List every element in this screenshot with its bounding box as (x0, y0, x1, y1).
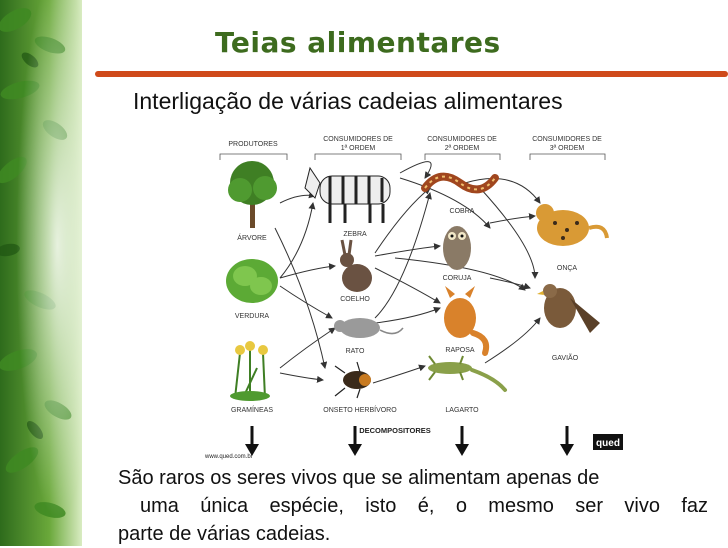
fox-illustration (444, 286, 490, 356)
label-cobra: COBRA (450, 208, 475, 215)
label-lagarto: LAGARTO (445, 407, 479, 414)
body-line-2: uma única espécie, isto é, o mesmo ser v… (140, 495, 708, 517)
header-consumidores-1-line1: CONSUMIDORES DE (323, 136, 393, 143)
decomposer-arrows (245, 426, 574, 456)
feeding-arrows (274, 161, 541, 384)
header-consumidores-2-line1: CONSUMIDORES DE (427, 136, 497, 143)
snake-illustration (421, 172, 499, 194)
body-line-3: parte de várias cadeias. (118, 523, 331, 545)
hawk-illustration (537, 284, 600, 333)
qued-logo: qued (593, 434, 623, 450)
header-consumidores-3-line1: CONSUMIDORES DE (532, 136, 602, 143)
label-zebra: ZEBRA (343, 231, 367, 238)
tree-illustration (228, 161, 277, 228)
label-inseto: ONSETO HERBÍVORO (323, 405, 397, 414)
label-onca: ONÇA (557, 265, 578, 272)
food-web-diagram: PRODUTORES CONSUMIDORES DE 1ª ORDEM CONS… (204, 136, 623, 460)
insect-illustration (334, 361, 371, 399)
grass-flowers-illustration (230, 341, 270, 401)
label-raposa: RAPOSA (445, 347, 475, 354)
label-gaviao: GAVIÃO (552, 353, 579, 362)
svg-text:qued: qued (596, 438, 620, 449)
header-consumidores-3-line2: 3ª ORDEM (550, 145, 585, 152)
owl-illustration (443, 226, 471, 270)
header-consumidores-1-line2: 1ª ORDEM (341, 145, 376, 152)
label-verdura: VERDURA (235, 313, 270, 320)
header-brackets (219, 153, 606, 160)
label-coelho: COELHO (340, 296, 370, 303)
body-line-1: São raros os seres vivos que se alimenta… (118, 467, 600, 489)
jaguar-illustration (536, 204, 609, 246)
zebra-illustration (304, 166, 391, 223)
title-divider (95, 71, 728, 77)
label-arvore: ÁRVORE (237, 233, 267, 242)
leaf-background-strip (0, 0, 82, 546)
label-decompositores: DECOMPOSITORES (359, 426, 431, 435)
rat-illustration (334, 318, 404, 338)
header-produtores: PRODUTORES (228, 141, 278, 148)
label-coruja: CORUJA (443, 275, 472, 282)
rabbit-illustration (340, 239, 372, 292)
slide-subtitle: Interligação de várias cadeias alimentar… (133, 88, 563, 114)
slide-title: Teias alimentares (215, 26, 501, 59)
credit-text: www.qued.com.br (204, 454, 253, 460)
lettuce-illustration (226, 259, 278, 303)
lizard-illustration (428, 355, 507, 392)
body-paragraph: São raros os seres vivos que se alimenta… (118, 464, 708, 548)
label-gramineas: GRAMÍNEAS (231, 405, 273, 414)
label-rato: RATO (346, 348, 365, 355)
header-consumidores-2-line2: 2ª ORDEM (445, 145, 480, 152)
